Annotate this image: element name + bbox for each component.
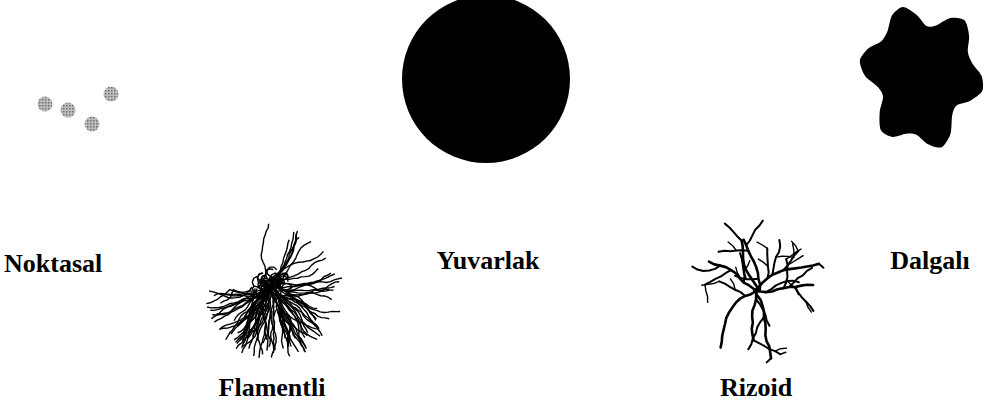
rhizoid-branch [719, 281, 745, 296]
colony-label: Rizoid [720, 374, 792, 403]
irregular-outline [860, 7, 983, 148]
rhizoid-branch [692, 266, 720, 271]
colony-label: Noktasal [4, 250, 102, 279]
rhizoid-branch [783, 251, 798, 270]
rhizoid-branch [719, 250, 749, 252]
rhizoid-branch [744, 240, 760, 291]
filament-strand [264, 283, 305, 346]
rhizoid-branch [728, 242, 736, 251]
rhizoid-branch [792, 241, 799, 251]
filament-strand [284, 287, 334, 296]
filament-strand [273, 293, 298, 351]
rhizoid-branch [752, 287, 758, 340]
rhizoid-branch [757, 242, 767, 248]
rhizoid-branch [756, 299, 769, 326]
filament-strand [266, 233, 297, 280]
rhizoid-branch [709, 262, 760, 291]
filament-strand [278, 273, 340, 312]
rhizoid-branch [745, 267, 747, 279]
colony-label: Dalgalı [890, 247, 969, 276]
rhizoid-branch [819, 264, 824, 268]
rhizoid-branch [730, 279, 735, 290]
filamentous-colony [206, 224, 342, 358]
rhizoid-branch [776, 256, 794, 257]
filament-strand [257, 231, 297, 284]
rhizoid-branch [705, 285, 708, 303]
rhizoid-branch [784, 259, 788, 288]
rhizoid-branch [754, 340, 781, 354]
rhizoid-branch [746, 221, 763, 246]
colony-label: Yuvarlak [436, 247, 539, 276]
filament-strand [236, 281, 268, 343]
filament-strand [257, 251, 323, 280]
dot-colony [104, 87, 119, 102]
rhizoid-branch [767, 358, 771, 362]
rhizoid-branch [795, 287, 813, 311]
colony-label: Flamentli [219, 374, 326, 403]
dot-colony [61, 103, 76, 118]
rhizoid-branch [725, 224, 742, 241]
rhizoid-colony [692, 221, 823, 363]
rhizoid-branch [736, 267, 741, 278]
filament-strand [276, 297, 291, 346]
dot-colony [38, 97, 53, 112]
rhizoid-branch [721, 291, 756, 348]
filament-strand [286, 289, 330, 291]
dot-colony [85, 117, 100, 132]
filament-strand [271, 310, 276, 353]
rhizoid-branch [793, 244, 794, 256]
rhizoid-branch [780, 352, 786, 354]
filament-strand [210, 297, 259, 310]
filament-strand [270, 273, 342, 286]
rhizoid-branch [705, 270, 731, 285]
irregular-colony [860, 7, 983, 148]
filament-strand [267, 283, 281, 351]
rhizoid-branch [806, 302, 811, 313]
rhizoid-branch [758, 259, 767, 266]
punctiform-colonies [38, 87, 119, 132]
circular-colony [402, 0, 570, 163]
rhizoid-branch [767, 248, 768, 278]
rhizoid-branch [775, 348, 786, 351]
rhizoid-branch [789, 268, 812, 287]
